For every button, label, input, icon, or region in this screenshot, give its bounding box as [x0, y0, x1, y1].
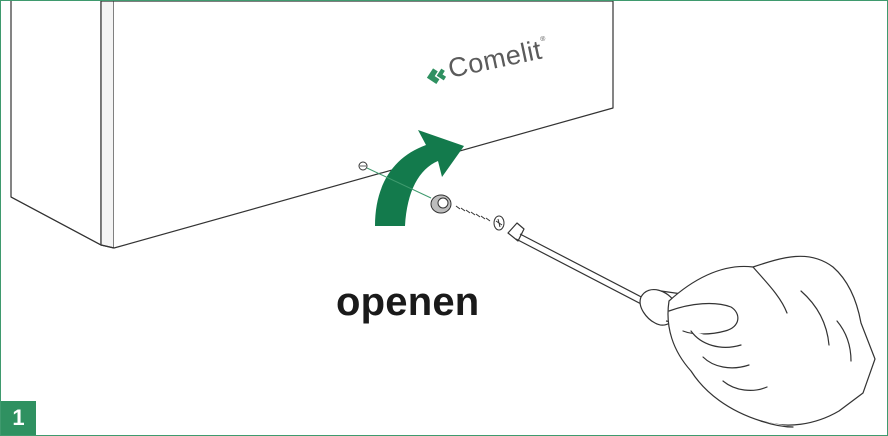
- washer-icon: [430, 194, 452, 214]
- brand-logo: Comelit ®: [421, 35, 550, 88]
- rotation-arrow-icon: [375, 130, 464, 226]
- enclosure-box: [10, 1, 614, 249]
- hand-icon: [667, 255, 876, 428]
- step-number-badge: 1: [1, 401, 36, 435]
- screw-icon: [455, 205, 505, 231]
- screw-hole-icon: [358, 161, 368, 171]
- comelit-logo-icon: [426, 68, 447, 84]
- alignment-line: [366, 167, 432, 199]
- instruction-text: openen: [336, 280, 480, 324]
